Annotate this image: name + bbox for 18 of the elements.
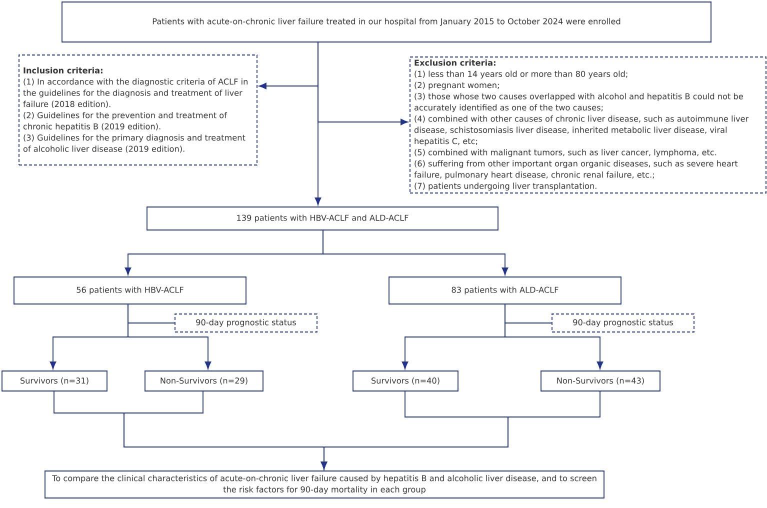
process-box: 83 patients with ALD-ACLF	[388, 276, 622, 304]
criteria-box: 90-day prognostic status	[174, 314, 318, 332]
process-box: 56 patients with HBV-ACLF	[14, 276, 246, 304]
criteria-box: Exclusion criteria: (1) less than 14 years old or more than 80 years old; (2) pregnant women; (3) those whose two causes overlapped with alcohol and hepatitis B could not be accurately identified as one of the two causes; (4) combined with other causes of chronic liver disease, such as autoimmune liver disease, schistosomiasis liver disease, inherited metabolic liver disease, viral hepatitis C, etc; (5) combined with malignant tumors, such as liver cancer, lymphoma, etc. (6) suffering from other important organ organic diseases, such as severe heart failure, pulmonary heart disease, chronic renal failure, etc.; (7) patients undergoing liver transplantation.	[410, 56, 766, 194]
criteria-box: Inclusion criteria: (1) In accordance with the diagnostic criteria of ACLF in the guidelines for the diagnosis and treatment of liver failure (2018 edition). (2) Guidelines for the prevention and treatment of chronic hepatitis B (2019 edition). (3) Guidelines for the primary diagnosis and treatment of alcoholic liver disease (2019 edition).	[18, 54, 258, 166]
process-box: Non-Survivors (n=43)	[540, 370, 660, 392]
process-box: Survivors (n=40)	[352, 370, 458, 392]
arrow	[320, 391, 600, 470]
process-box: Survivors (n=31)	[2, 370, 108, 392]
criteria-box: 90-day prognostic status	[552, 314, 694, 332]
arrow	[314, 42, 322, 206]
process-box: Non-Survivors (n=29)	[144, 370, 264, 392]
arrow	[504, 304, 604, 370]
process-box: Patients with acute-on-chronic liver failure treated in our hospital from January 2015 to October 2024 were enrolled	[62, 2, 712, 42]
arrow	[322, 230, 508, 276]
process-box: 139 patients with HBV-ACLF and ALD-ACLF	[146, 206, 498, 230]
arrow	[128, 304, 212, 370]
process-box: To compare the clinical characteristics of acute-on-chronic liver failure caused by hepatitis B and alcoholic liver disease, and to screen the risk factors for 90-day mortality in each group	[44, 470, 604, 498]
